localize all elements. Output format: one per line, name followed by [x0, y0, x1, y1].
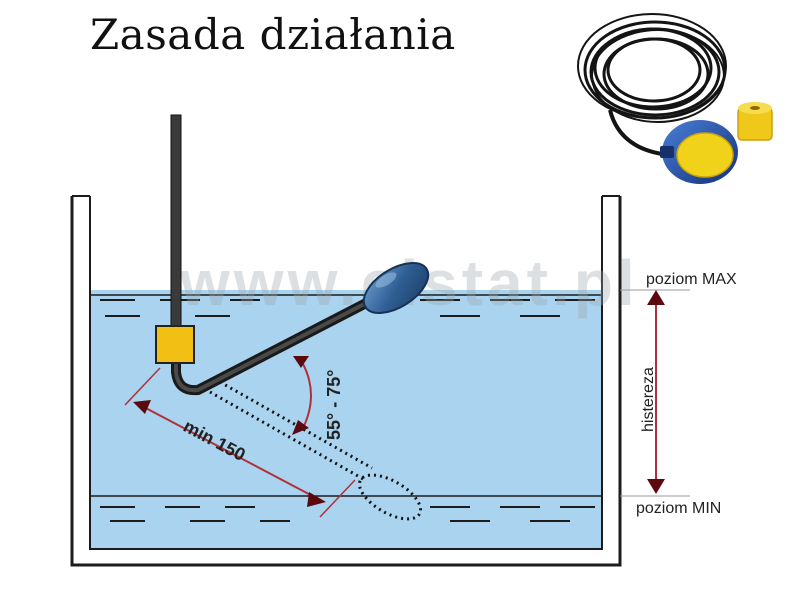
float-low-position: [209, 380, 423, 521]
angle-label: 55° - 75°: [324, 370, 344, 440]
float-switch-icon: [660, 120, 738, 184]
angle-indicator: 55° - 75°: [292, 356, 344, 440]
float-high-position: [362, 262, 430, 314]
cable-clamp-housing: [155, 325, 195, 364]
tank-inner-wall: [89, 196, 603, 550]
tank-outer-wall: [70, 196, 622, 567]
hysteresis-dimension: histereza: [620, 289, 690, 497]
min-level-lines: [90, 495, 602, 522]
product-photo: [577, 13, 773, 184]
cable-vertical: [170, 114, 182, 331]
hysteresis-label: histereza: [640, 367, 657, 432]
counterweight-icon: [737, 102, 773, 141]
level-max-label: poziom MAX: [646, 271, 737, 288]
page-title: Zasada działania: [90, 10, 456, 59]
level-min-label: poziom MIN: [636, 500, 721, 517]
